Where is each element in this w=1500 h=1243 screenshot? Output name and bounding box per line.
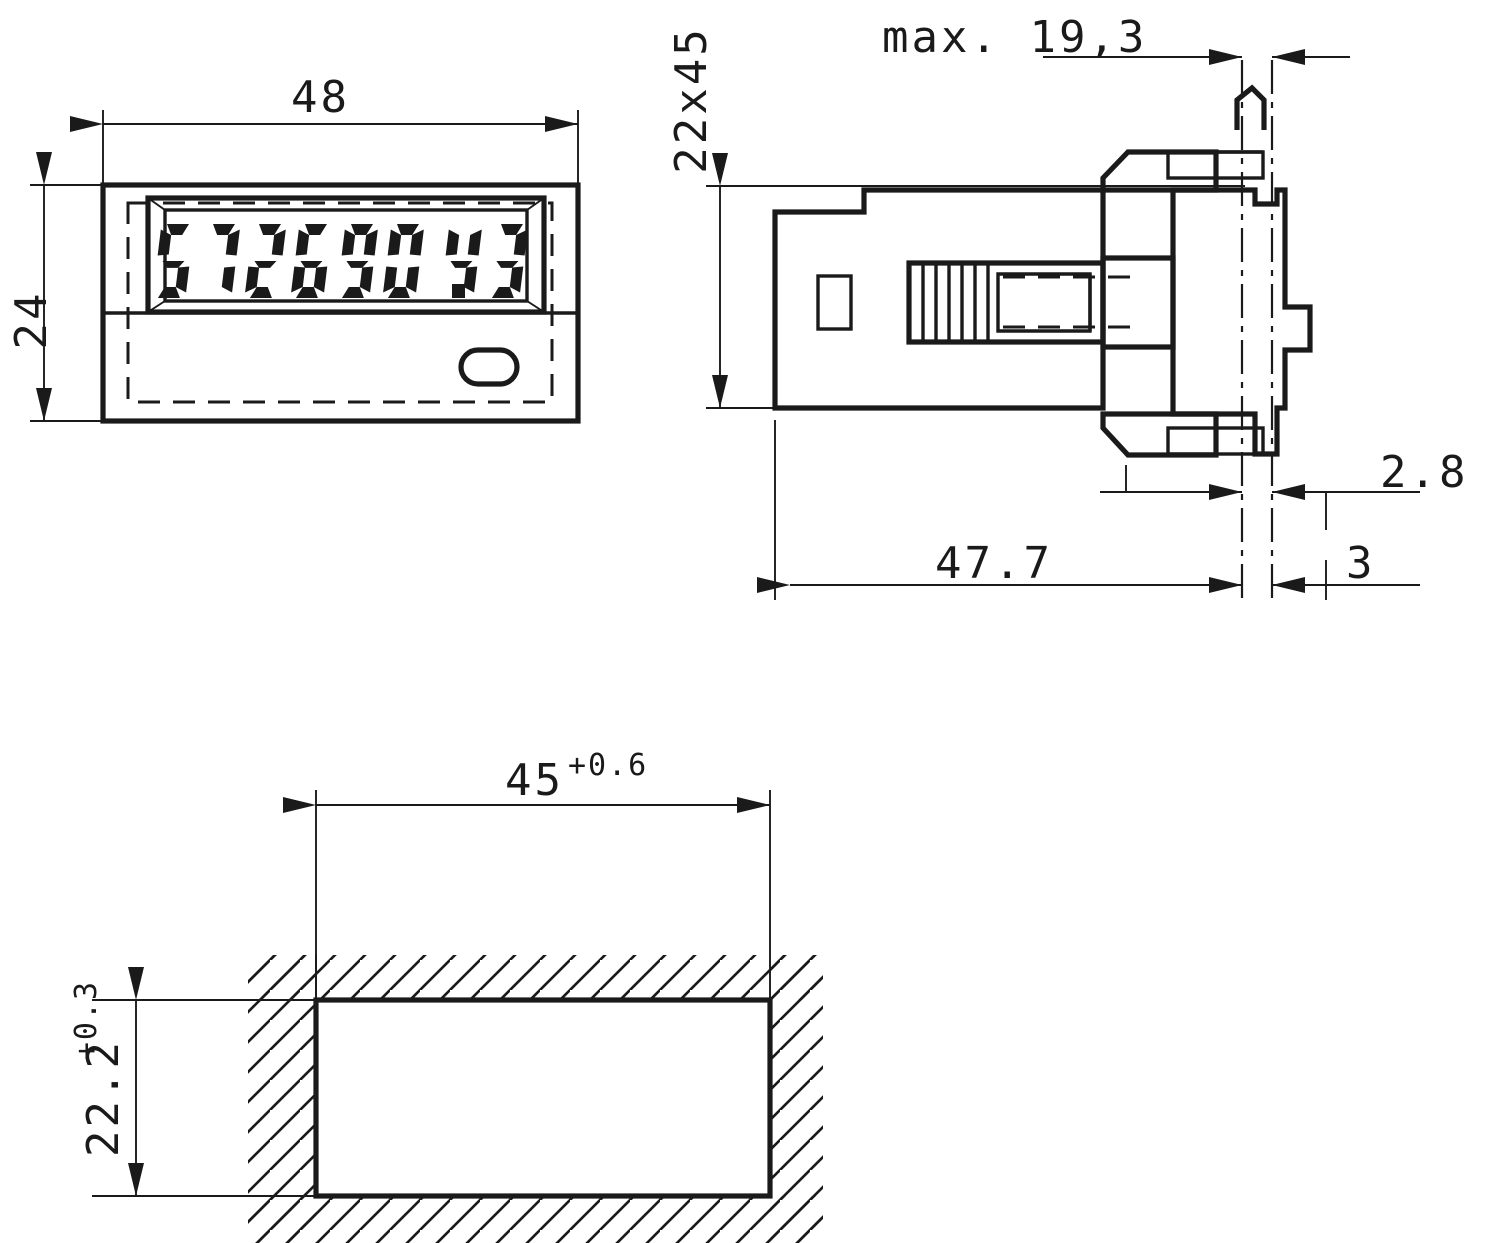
lcd-digit — [383, 224, 424, 298]
side-body-window — [816, 274, 853, 331]
side-clip-lower-tab — [1166, 426, 1265, 456]
dim-text-477: 47.7 — [935, 538, 1053, 589]
dim-text-45-tolerance: +0.6 — [568, 748, 648, 783]
bezel-chamfer-tl — [147, 197, 166, 211]
lcd-segment-c — [405, 266, 420, 293]
reset-button-oval[interactable] — [458, 347, 520, 387]
panel-hatching — [248, 955, 823, 1243]
bezel-chamfer-bl — [147, 300, 166, 313]
lcd-segment-b — [271, 229, 286, 256]
lcd-bezel-inner — [163, 208, 529, 303]
lcd-segment-e — [383, 266, 398, 293]
front-housing-outline — [100, 182, 581, 424]
panel-cutout-rect — [313, 997, 773, 1199]
front-hidden-outline — [126, 201, 554, 404]
lcd-digit — [491, 224, 528, 298]
lcd-segment-b — [225, 229, 240, 256]
lcd-digit — [291, 224, 328, 298]
lcd-segment-d — [249, 287, 272, 298]
dim-text-28: 2.8 — [1380, 447, 1468, 498]
front-view-group — [30, 110, 581, 424]
lcd-digit — [341, 224, 378, 298]
lcd-segment-a — [166, 224, 189, 235]
lcd-segment-a — [350, 224, 373, 235]
side-clip-upper-chamfer — [1101, 150, 1130, 180]
lcd-segment-f — [157, 229, 172, 256]
lcd-segment-g — [450, 261, 473, 268]
dim-text-max193: max. 19,3 — [882, 12, 1147, 63]
lcd-segment-e — [291, 266, 306, 293]
lcd-segment-d — [295, 287, 318, 298]
side-shaft-bore — [996, 272, 1092, 333]
lcd-segment-e — [245, 266, 260, 293]
dim-text-24: 24 — [6, 291, 57, 350]
lcd-segment-a — [258, 224, 281, 235]
lcd-segment-c — [313, 266, 328, 293]
lcd-segment-f — [341, 229, 356, 256]
dim-text-22x45: 22x45 — [666, 26, 717, 173]
lcd-digit — [245, 224, 286, 298]
lcd-digit — [212, 224, 240, 293]
lcd-bezel-outer — [145, 195, 547, 315]
lcd-segment-g — [162, 261, 185, 268]
side-bezel-front — [1170, 187, 1313, 457]
lcd-segment-b — [467, 229, 482, 256]
lcd-segment-c — [463, 266, 478, 293]
lcd-segment-d — [341, 287, 364, 298]
dimension-text-group: 48 24 22x45 max. 19,3 47.7 2.8 3 45 +0.6… — [6, 12, 1468, 1157]
side-clip-lower-chamfer — [1101, 426, 1130, 457]
bezel-chamfer-br — [526, 300, 545, 313]
lcd-segment-d — [387, 287, 410, 298]
lcd-segment-a — [304, 224, 327, 235]
lcd-digit — [157, 224, 190, 298]
side-clip-upper-tab — [1166, 150, 1265, 180]
lcd-segment-a — [396, 224, 419, 235]
lcd-segment-b — [409, 229, 424, 256]
lcd-segment-g — [496, 261, 519, 268]
lcd-segment-f — [445, 229, 460, 256]
lcd-segment-d — [491, 287, 514, 298]
lcd-segment-a — [500, 224, 523, 235]
dim-text-45: 45 — [505, 755, 564, 806]
side-clip-upper — [1100, 149, 1219, 193]
lcd-segment-c — [509, 266, 524, 293]
dim-text-222: 22.2 — [78, 1039, 129, 1157]
lcd-segment-g — [254, 261, 277, 268]
lcd-segment-f — [295, 229, 310, 256]
side-collar-block — [1100, 255, 1176, 350]
lcd-decimal-point — [452, 284, 465, 298]
lcd-segment-b — [363, 229, 378, 256]
lcd-segment-b — [513, 229, 528, 256]
dim-text-48: 48 — [291, 72, 350, 123]
lcd-segment-g — [300, 261, 323, 268]
side-clip-lower — [1100, 411, 1219, 458]
lcd-digit-group — [157, 224, 528, 298]
lcd-segment-c — [221, 266, 236, 293]
dim-text-222-tolerance: +0.3 — [69, 980, 104, 1060]
lcd-segment-a — [212, 224, 235, 235]
cutout-view-group — [92, 790, 823, 1243]
side-body-outline — [772, 187, 1106, 411]
break-symbol-zigzag — [1234, 84, 1267, 130]
lcd-segment-f — [387, 229, 402, 256]
lcd-digit — [445, 229, 482, 293]
side-view-group — [706, 49, 1420, 600]
lcd-segment-d — [157, 287, 180, 298]
lcd-segment-c — [175, 266, 190, 293]
bezel-chamfer-tr — [526, 197, 545, 211]
lcd-segment-g — [346, 261, 369, 268]
dim-text-3: 3 — [1346, 538, 1376, 589]
lcd-segment-c — [359, 266, 374, 293]
